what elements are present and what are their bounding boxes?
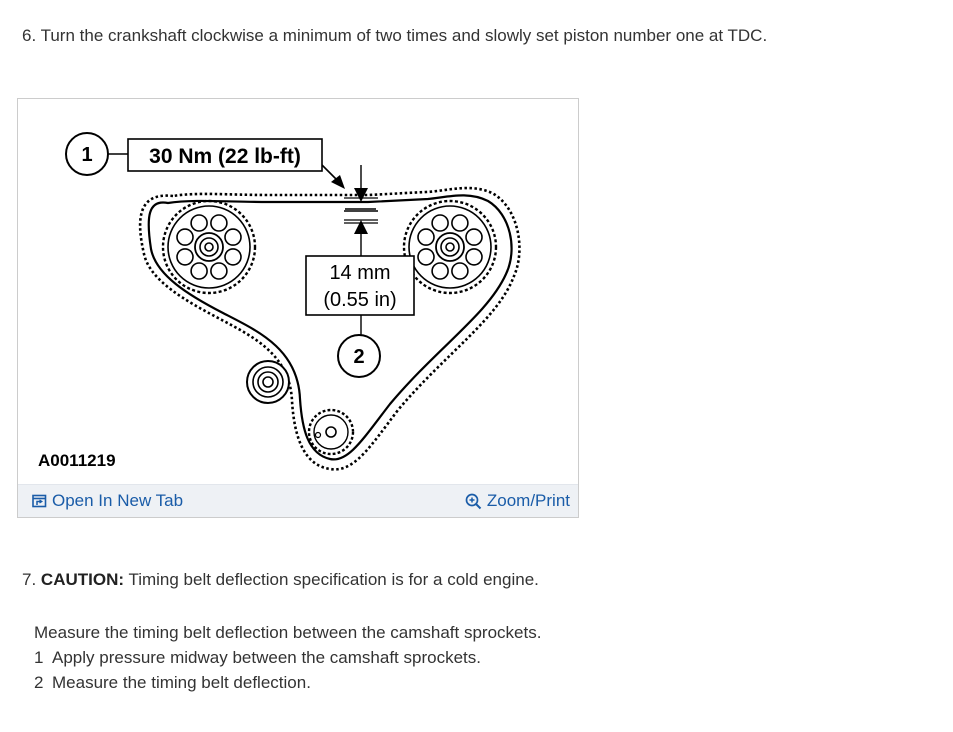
callout-1: 1 30 Nm (22 lb-ft) — [65, 132, 345, 189]
callout-1-number: 1 — [81, 144, 92, 166]
list-item: 1 Apply pressure midway between the camsh… — [34, 645, 541, 670]
figure-id: A0011219 — [38, 451, 116, 470]
sprocket-hole — [190, 214, 208, 232]
timing-belt-teeth — [138, 186, 521, 471]
open-in-new-tab-label: Open In New Tab — [52, 491, 184, 510]
step-7-number: 7. — [22, 570, 37, 589]
tensioner-pulley — [246, 360, 290, 404]
callout-2-number: 2 — [353, 346, 364, 368]
deflection-value-mm: 14 mm — [329, 262, 390, 284]
sprocket-hole — [417, 228, 435, 246]
zoom-in-icon — [465, 493, 482, 509]
deflection-marker — [344, 165, 378, 339]
substep-text: Apply pressure midway between the camsha… — [52, 648, 481, 667]
step-6-text: 6. Turn the crankshaft clockwise a minim… — [22, 26, 768, 45]
sprocket-hole — [431, 214, 449, 232]
zoom-print-link[interactable]: Zoom/Print — [465, 491, 570, 511]
deflection-value-in: (0.55 in) — [323, 289, 396, 311]
step-7-intro: Measure the timing belt deflection betwe… — [34, 623, 542, 642]
left-camshaft-sprocket — [161, 199, 257, 295]
open-new-tab-icon — [32, 494, 47, 508]
timing-belt-figure: 1 30 Nm (22 lb-ft) 14 mm (0.55 in) 2 A00… — [17, 98, 579, 518]
sprocket-hole — [417, 248, 435, 266]
sprocket-hole — [451, 262, 469, 280]
sprocket-hole — [431, 262, 449, 280]
open-in-new-tab-link[interactable]: Open In New Tab — [32, 491, 183, 511]
sprocket-hole — [176, 228, 194, 246]
timing-belt — [147, 194, 513, 461]
substep-number: 1 — [34, 648, 44, 667]
sprocket-hole — [210, 262, 228, 280]
step-7-caution: 7. CAUTION: Timing belt deflection speci… — [22, 570, 539, 590]
substep-number: 2 — [34, 673, 44, 692]
sprocket-hole — [190, 262, 208, 280]
sprocket-hole — [210, 214, 228, 232]
list-item: 2 Measure the timing belt deflection. — [34, 670, 541, 695]
figure-toolbar: Open In New Tab Zoom/Print — [18, 484, 578, 517]
sprocket-hole — [465, 248, 483, 266]
sprocket-hole — [224, 248, 242, 266]
callout-2: 2 — [337, 334, 381, 378]
sprocket-hole — [176, 248, 194, 266]
sprocket-hole — [465, 228, 483, 246]
caution-label: CAUTION: — [40, 570, 125, 589]
timing-belt-diagram: 1 30 Nm (22 lb-ft) 14 mm (0.55 in) 2 A00… — [18, 99, 578, 484]
zoom-print-label: Zoom/Print — [486, 491, 570, 510]
deflection-value-box: 14 mm (0.55 in) — [305, 255, 415, 316]
sprocket-hole — [224, 228, 242, 246]
sprocket-hole — [451, 214, 469, 232]
caution-text: Timing belt deflection specification is … — [124, 570, 539, 589]
substep-text: Measure the timing belt deflection. — [52, 673, 311, 692]
right-camshaft-sprocket — [402, 199, 498, 295]
crankshaft-sprocket — [307, 408, 355, 456]
callout-1-torque-label: 30 Nm (22 lb-ft) — [149, 145, 301, 168]
step-7-instructions: Measure the timing belt deflection betwe… — [34, 620, 541, 695]
